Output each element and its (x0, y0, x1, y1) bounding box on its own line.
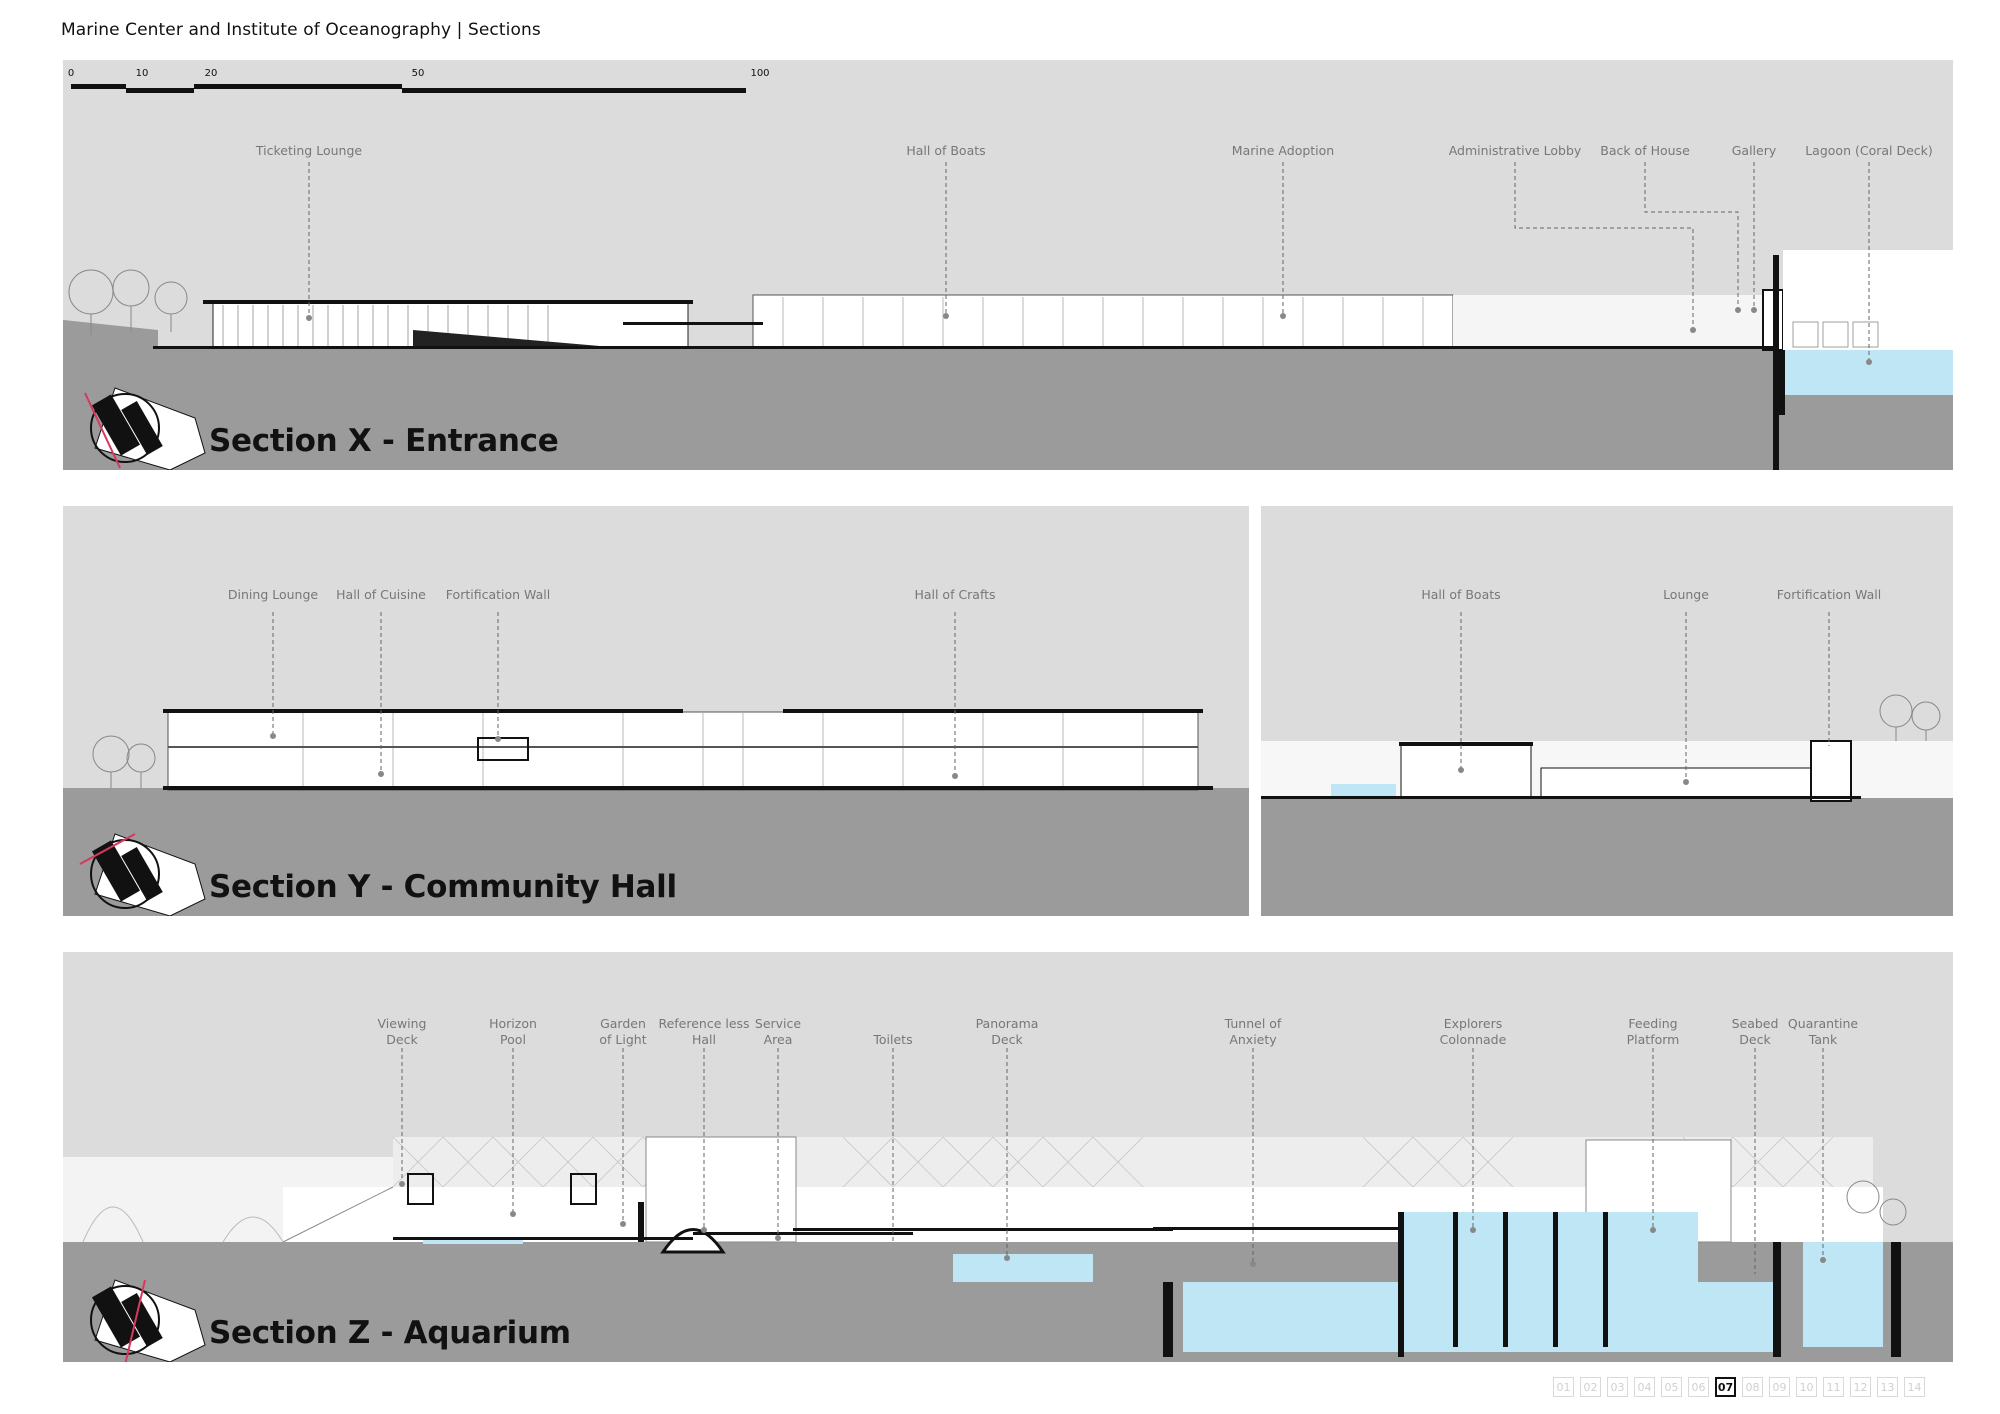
section-z-panel: Viewing Deck Horizon Pool Garden of Ligh… (63, 952, 1953, 1362)
annotation-label: Hall of Boats (906, 143, 986, 158)
section-title: Section Z - Aquarium (209, 1315, 571, 1351)
annotation-label: Service Area (754, 1016, 802, 1047)
section-x-drawing (63, 60, 1953, 470)
annotation-label: Lagoon (Coral Deck) (1805, 143, 1933, 158)
annotation-label: Tunnel of Anxiety (1224, 1016, 1282, 1047)
page-link[interactable]: 01 (1553, 1377, 1574, 1397)
section-x-leaders (306, 162, 1872, 365)
annotation-label: Lounge (1663, 587, 1709, 602)
page-link[interactable]: 12 (1850, 1377, 1871, 1397)
page-title: Marine Center and Institute of Oceanogra… (61, 20, 541, 40)
scale-tick: 0 (67, 68, 75, 79)
annotation-label: Garden of Light (599, 1016, 647, 1047)
page-link[interactable]: 03 (1607, 1377, 1628, 1397)
section-y-panel-left: Dining Lounge Hall of Cuisine Fortificat… (63, 506, 1249, 916)
page-link[interactable]: 10 (1796, 1377, 1817, 1397)
scale-tick: 50 (411, 68, 425, 79)
annotation-label: Feeding Platform (1626, 1016, 1680, 1047)
section-z-drawing (63, 952, 1953, 1362)
page-link[interactable]: 04 (1634, 1377, 1655, 1397)
annotation-label: Gallery (1731, 143, 1777, 158)
annotation-label: Administrative Lobby (1448, 143, 1582, 158)
section-x-panel: 0 10 20 50 100 Ticketing Lounge Hall of … (63, 60, 1953, 470)
page-link-active[interactable]: 07 (1715, 1377, 1736, 1397)
annotation-label: Toilets (873, 1032, 913, 1047)
section-y-panel-right: Hall of Boats Lounge Fortification Wall (1261, 506, 1953, 916)
annotation-label: Hall of Crafts (914, 587, 996, 602)
tree-icon (92, 735, 156, 788)
key-plan-icon (79, 833, 206, 916)
key-plan-icon (90, 1279, 206, 1362)
page-link[interactable]: 11 (1823, 1377, 1844, 1397)
page-link[interactable]: 08 (1742, 1377, 1763, 1397)
annotation-label: Explorers Colonnade (1439, 1016, 1507, 1047)
page-link[interactable]: 06 (1688, 1377, 1709, 1397)
annotation-label: Hall of Boats (1421, 587, 1501, 602)
tree-icon (68, 269, 188, 335)
annotation-label: Quarantine Tank (1787, 1016, 1859, 1047)
annotation-label: Marine Adoption (1231, 143, 1335, 158)
section-title: Section Y - Community Hall (209, 869, 677, 905)
section-y-drawing-right (1261, 506, 1953, 916)
scale-tick: 100 (750, 68, 770, 79)
page-link[interactable]: 13 (1877, 1377, 1898, 1397)
section-z-leaders (399, 1048, 1826, 1274)
annotation-label: Hall of Cuisine (336, 587, 426, 602)
annotation-label: Ticketing Lounge (255, 143, 363, 158)
key-plan-icon (84, 387, 206, 470)
scale-tick: 20 (204, 68, 218, 79)
annotation-label: Fortification Wall (1776, 587, 1882, 602)
annotation-label: Horizon Pool (489, 1016, 537, 1047)
annotation-label: Viewing Deck (377, 1016, 427, 1047)
page-link[interactable]: 05 (1661, 1377, 1682, 1397)
section-y-leaders-left (270, 612, 958, 779)
section-y-drawing-left (63, 506, 1249, 916)
annotation-label: Panorama Deck (975, 1016, 1039, 1047)
page-link[interactable]: 02 (1580, 1377, 1601, 1397)
annotation-label: Fortification Wall (445, 587, 551, 602)
tree-icon (1846, 1180, 1907, 1226)
section-y-leaders-right (1458, 612, 1830, 785)
page-link[interactable]: 14 (1904, 1377, 1925, 1397)
annotation-label: Reference less Hall (658, 1016, 750, 1047)
annotation-label: Back of House (1600, 143, 1690, 158)
page-navigation: 01 02 03 04 05 06 07 08 09 10 11 12 13 1… (1553, 1377, 1925, 1397)
scale-tick: 10 (135, 68, 149, 79)
annotation-label: Seabed Deck (1731, 1016, 1779, 1047)
annotation-label: Dining Lounge (227, 587, 319, 602)
tree-icon (1879, 694, 1941, 741)
page-link[interactable]: 09 (1769, 1377, 1790, 1397)
section-title: Section X - Entrance (209, 423, 559, 459)
